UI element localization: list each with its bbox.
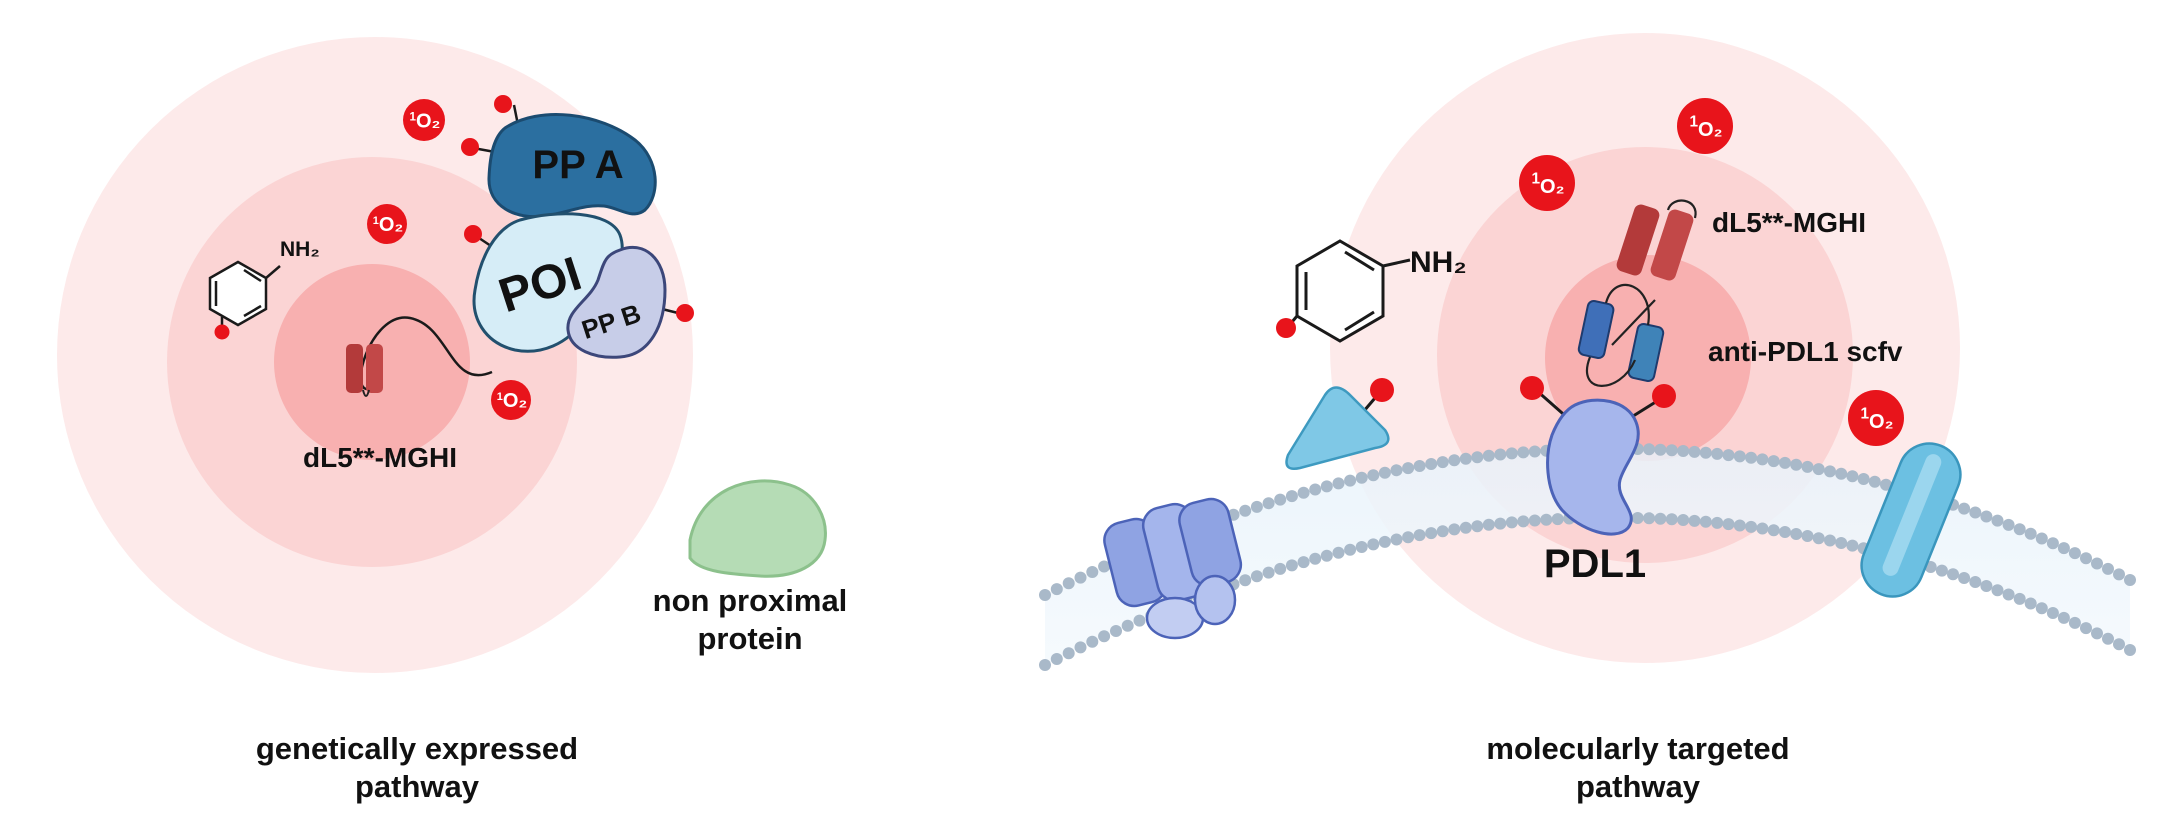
non-proximal-label-line-2: protein xyxy=(697,620,803,656)
triangle-protein-icon xyxy=(1285,378,1394,470)
left-aniline-label-dot xyxy=(214,324,230,340)
pdl1-label: PDL1 xyxy=(1543,542,1647,586)
non-proximal-label-line-1: non proximal xyxy=(652,583,848,618)
singlet-oxygen-badge: 1O₂ xyxy=(403,99,445,141)
capsule-protein-icon xyxy=(1860,442,1962,598)
pdl1-icon xyxy=(1546,398,1640,536)
right-aniline-icon xyxy=(1285,239,1411,343)
left-photosensitizer-icon xyxy=(346,344,383,397)
singlet-oxygen-badge: 1O₂ xyxy=(1677,98,1733,154)
singlet-oxygen-circle xyxy=(491,380,531,420)
left-caption-line-1: genetically expressed xyxy=(255,731,579,766)
right-nh2-label: NH₂ xyxy=(1410,246,1467,279)
right-caption: molecularly targeted pathway xyxy=(1358,730,1918,806)
right-photosensitizer-label: dL5**-MGHI xyxy=(1712,207,1866,238)
scfv-antibody-icon xyxy=(1577,283,1665,387)
singlet-oxygen-circle xyxy=(1677,98,1733,154)
left-aniline-icon xyxy=(208,260,281,332)
right-caption-line-2: pathway xyxy=(1575,768,1701,804)
left-caption: genetically expressed pathway xyxy=(137,730,697,806)
protein-b: PP B xyxy=(566,245,694,359)
left-caption-line-2: pathway xyxy=(354,768,480,804)
right-panel: NH₂ xyxy=(1039,33,2136,671)
singlet-oxygen-badge: 1O₂ xyxy=(1848,390,1904,446)
singlet-oxygen-label: 1O₂ xyxy=(410,110,441,132)
non-proximal-protein-icon xyxy=(688,479,827,578)
singlet-oxygen-badge: 1O₂ xyxy=(367,204,407,244)
singlet-oxygen-label: 1O₂ xyxy=(1860,405,1893,433)
singlet-oxygen-circle xyxy=(1519,155,1575,211)
singlet-oxygen-badge: 1O₂ xyxy=(1519,155,1575,211)
non-proximal-label: non proximal protein xyxy=(620,582,880,658)
right-caption-line-1: molecularly targeted xyxy=(1486,731,1790,766)
protein-a: PP A xyxy=(461,95,657,219)
left-panel: NH₂ PP A POI PP B xyxy=(57,37,827,673)
singlet-oxygen-circle xyxy=(1848,390,1904,446)
singlet-oxygen-circle xyxy=(403,99,445,141)
left-nh2-label: NH₂ xyxy=(280,238,320,261)
singlet-oxygen-circle xyxy=(367,204,407,244)
singlet-oxygen-markers: 1O₂ 1O₂ 1O₂ 1O₂ 1O₂ 1O₂ xyxy=(367,98,1904,446)
singlet-oxygen-label: 1O₂ xyxy=(373,214,404,236)
singlet-oxygen-label: 1O₂ xyxy=(497,390,528,412)
singlet-oxygen-badge: 1O₂ xyxy=(491,380,531,420)
right-aniline-label-dot xyxy=(1276,318,1296,338)
ion-channel-icon xyxy=(1103,497,1243,640)
singlet-oxygen-label: 1O₂ xyxy=(1689,113,1722,141)
left-photosensitizer-label: dL5**-MGHI xyxy=(303,442,457,473)
protein-a-label: PP A xyxy=(532,143,623,187)
antibody-label: anti-PDL1 scfv xyxy=(1708,336,1903,367)
right-photosensitizer-icon xyxy=(1616,199,1697,281)
singlet-oxygen-label: 1O₂ xyxy=(1531,170,1564,198)
